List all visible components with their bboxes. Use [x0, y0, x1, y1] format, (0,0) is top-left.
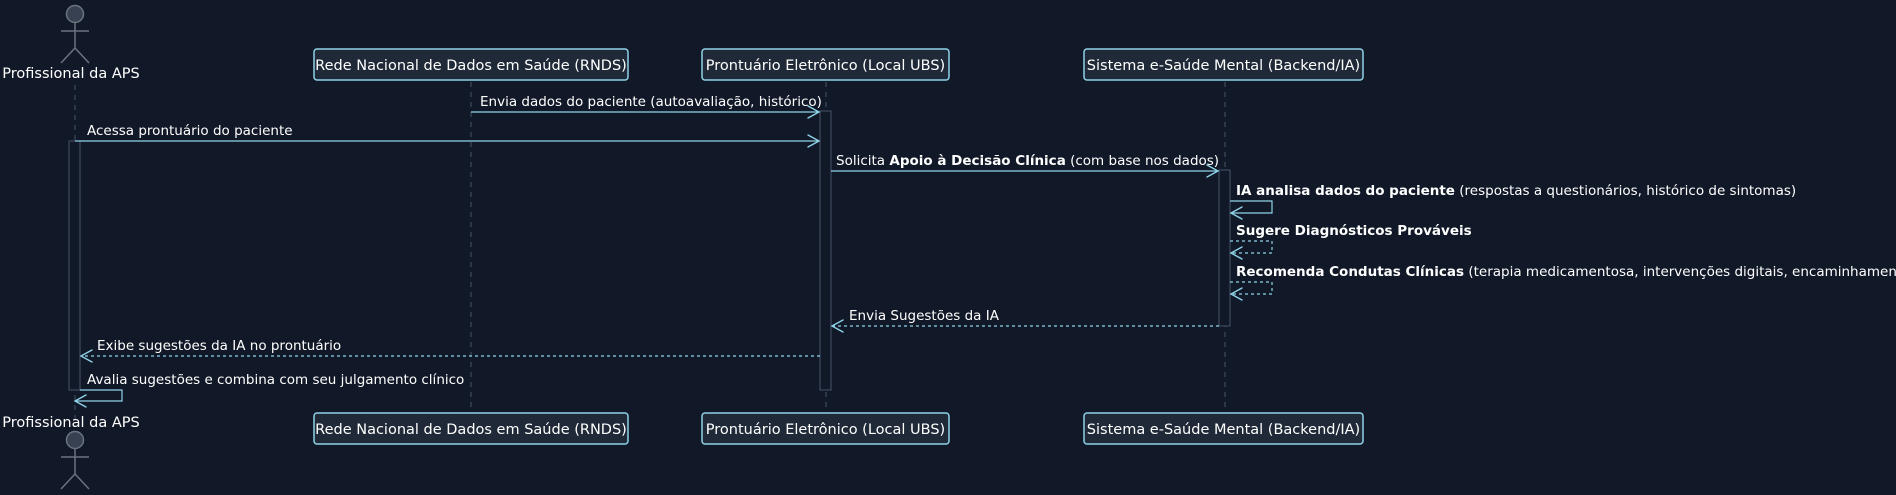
message-7-label: Envia Sugestões da IA: [849, 308, 1000, 324]
message-2-label: Acessa prontuário do paciente: [87, 123, 293, 139]
participant-esm-top-label: Sistema e-Saúde Mental (Backend/IA): [1087, 58, 1360, 74]
participant-rnds-top: Rede Nacional de Dados em Saúde (RNDS): [313, 48, 629, 81]
message-5-label: Sugere Diagnósticos Prováveis: [1236, 223, 1472, 239]
message-6-label: Recomenda Condutas Clínicas (terapia med…: [1236, 264, 1896, 280]
message-8-label: Exibe sugestões da IA no prontuário: [97, 338, 341, 354]
message-4-label: IA analisa dados do paciente (respostas …: [1236, 183, 1796, 199]
participant-rnds-bottom-label: Rede Nacional de Dados em Saúde (RNDS): [315, 422, 627, 438]
message-9: Avalia sugestões e combina com seu julga…: [73, 372, 464, 408]
message-8: Exibe sugestões da IA no prontuário: [79, 338, 820, 363]
message-5: Sugere Diagnósticos Prováveis: [1229, 223, 1472, 260]
activation-pep: [819, 110, 832, 391]
participant-pep-bottom: Prontuário Eletrônico (Local UBS): [701, 412, 950, 445]
message-3-label: Solicita Apoio à Decisão Clínica (com ba…: [836, 153, 1219, 169]
participant-rnds-bottom: Rede Nacional de Dados em Saúde (RNDS): [313, 412, 629, 445]
participant-pep-bottom-label: Prontuário Eletrônico (Local UBS): [706, 422, 945, 438]
actor-aps-top-icon: [60, 4, 90, 64]
activation-aps: [68, 140, 81, 391]
participant-pep-top: Prontuário Eletrônico (Local UBS): [701, 48, 950, 81]
message-1: Envia dados do paciente (autoavaliação, …: [471, 94, 822, 119]
participant-pep-top-label: Prontuário Eletrônico (Local UBS): [706, 58, 945, 74]
message-4: IA analisa dados do paciente (respostas …: [1229, 183, 1796, 220]
message-1-label: Envia dados do paciente (autoavaliação, …: [480, 94, 822, 110]
message-6: Recomenda Condutas Clínicas (terapia med…: [1229, 264, 1896, 301]
activation-esm: [1218, 169, 1231, 327]
actor-aps-top-label: Profissional da APS: [2, 66, 139, 82]
participant-esm-top: Sistema e-Saúde Mental (Backend/IA): [1083, 48, 1364, 81]
participant-rnds-top-label: Rede Nacional de Dados em Saúde (RNDS): [315, 58, 627, 74]
actor-aps-bottom-icon: [60, 430, 90, 490]
message-7: Envia Sugestões da IA: [830, 308, 1219, 333]
message-3: Solicita Apoio à Decisão Clínica (com ba…: [831, 153, 1220, 178]
participant-esm-bottom-label: Sistema e-Saúde Mental (Backend/IA): [1087, 422, 1360, 438]
actor-aps-bottom-label: Profissional da APS: [2, 415, 139, 431]
message-9-label: Avalia sugestões e combina com seu julga…: [87, 372, 464, 388]
participant-esm-bottom: Sistema e-Saúde Mental (Backend/IA): [1083, 412, 1364, 445]
message-2: Acessa prontuário do paciente: [75, 123, 821, 148]
